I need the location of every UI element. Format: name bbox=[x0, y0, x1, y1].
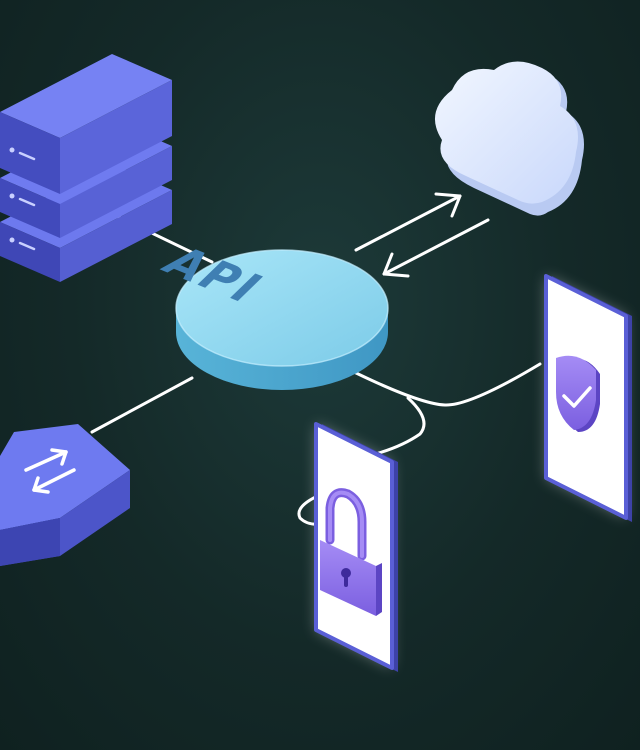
shield-phone bbox=[544, 274, 632, 522]
arrow-from-cloud-head bbox=[382, 252, 410, 278]
arrow-to-cloud-head bbox=[434, 192, 462, 218]
server-stack-icon bbox=[0, 54, 172, 282]
cloud-icon bbox=[434, 61, 584, 216]
arrow-from-cloud bbox=[382, 218, 490, 276]
connector-switch-api bbox=[90, 376, 194, 434]
connector-api-lock-phone bbox=[366, 396, 426, 458]
connector-api-shield-phone bbox=[352, 362, 542, 407]
api-hub: API bbox=[153, 236, 389, 390]
connector-lines bbox=[90, 210, 542, 526]
lock-phone bbox=[314, 422, 398, 672]
swap-arrows-glyph bbox=[24, 448, 76, 494]
shield-check-icon bbox=[556, 355, 600, 432]
swap-arrows-icon bbox=[0, 424, 130, 566]
padlock-icon bbox=[320, 488, 382, 616]
server-unit-top bbox=[0, 54, 172, 194]
sync-arrows bbox=[354, 192, 490, 278]
arrow-to-cloud bbox=[354, 194, 462, 252]
